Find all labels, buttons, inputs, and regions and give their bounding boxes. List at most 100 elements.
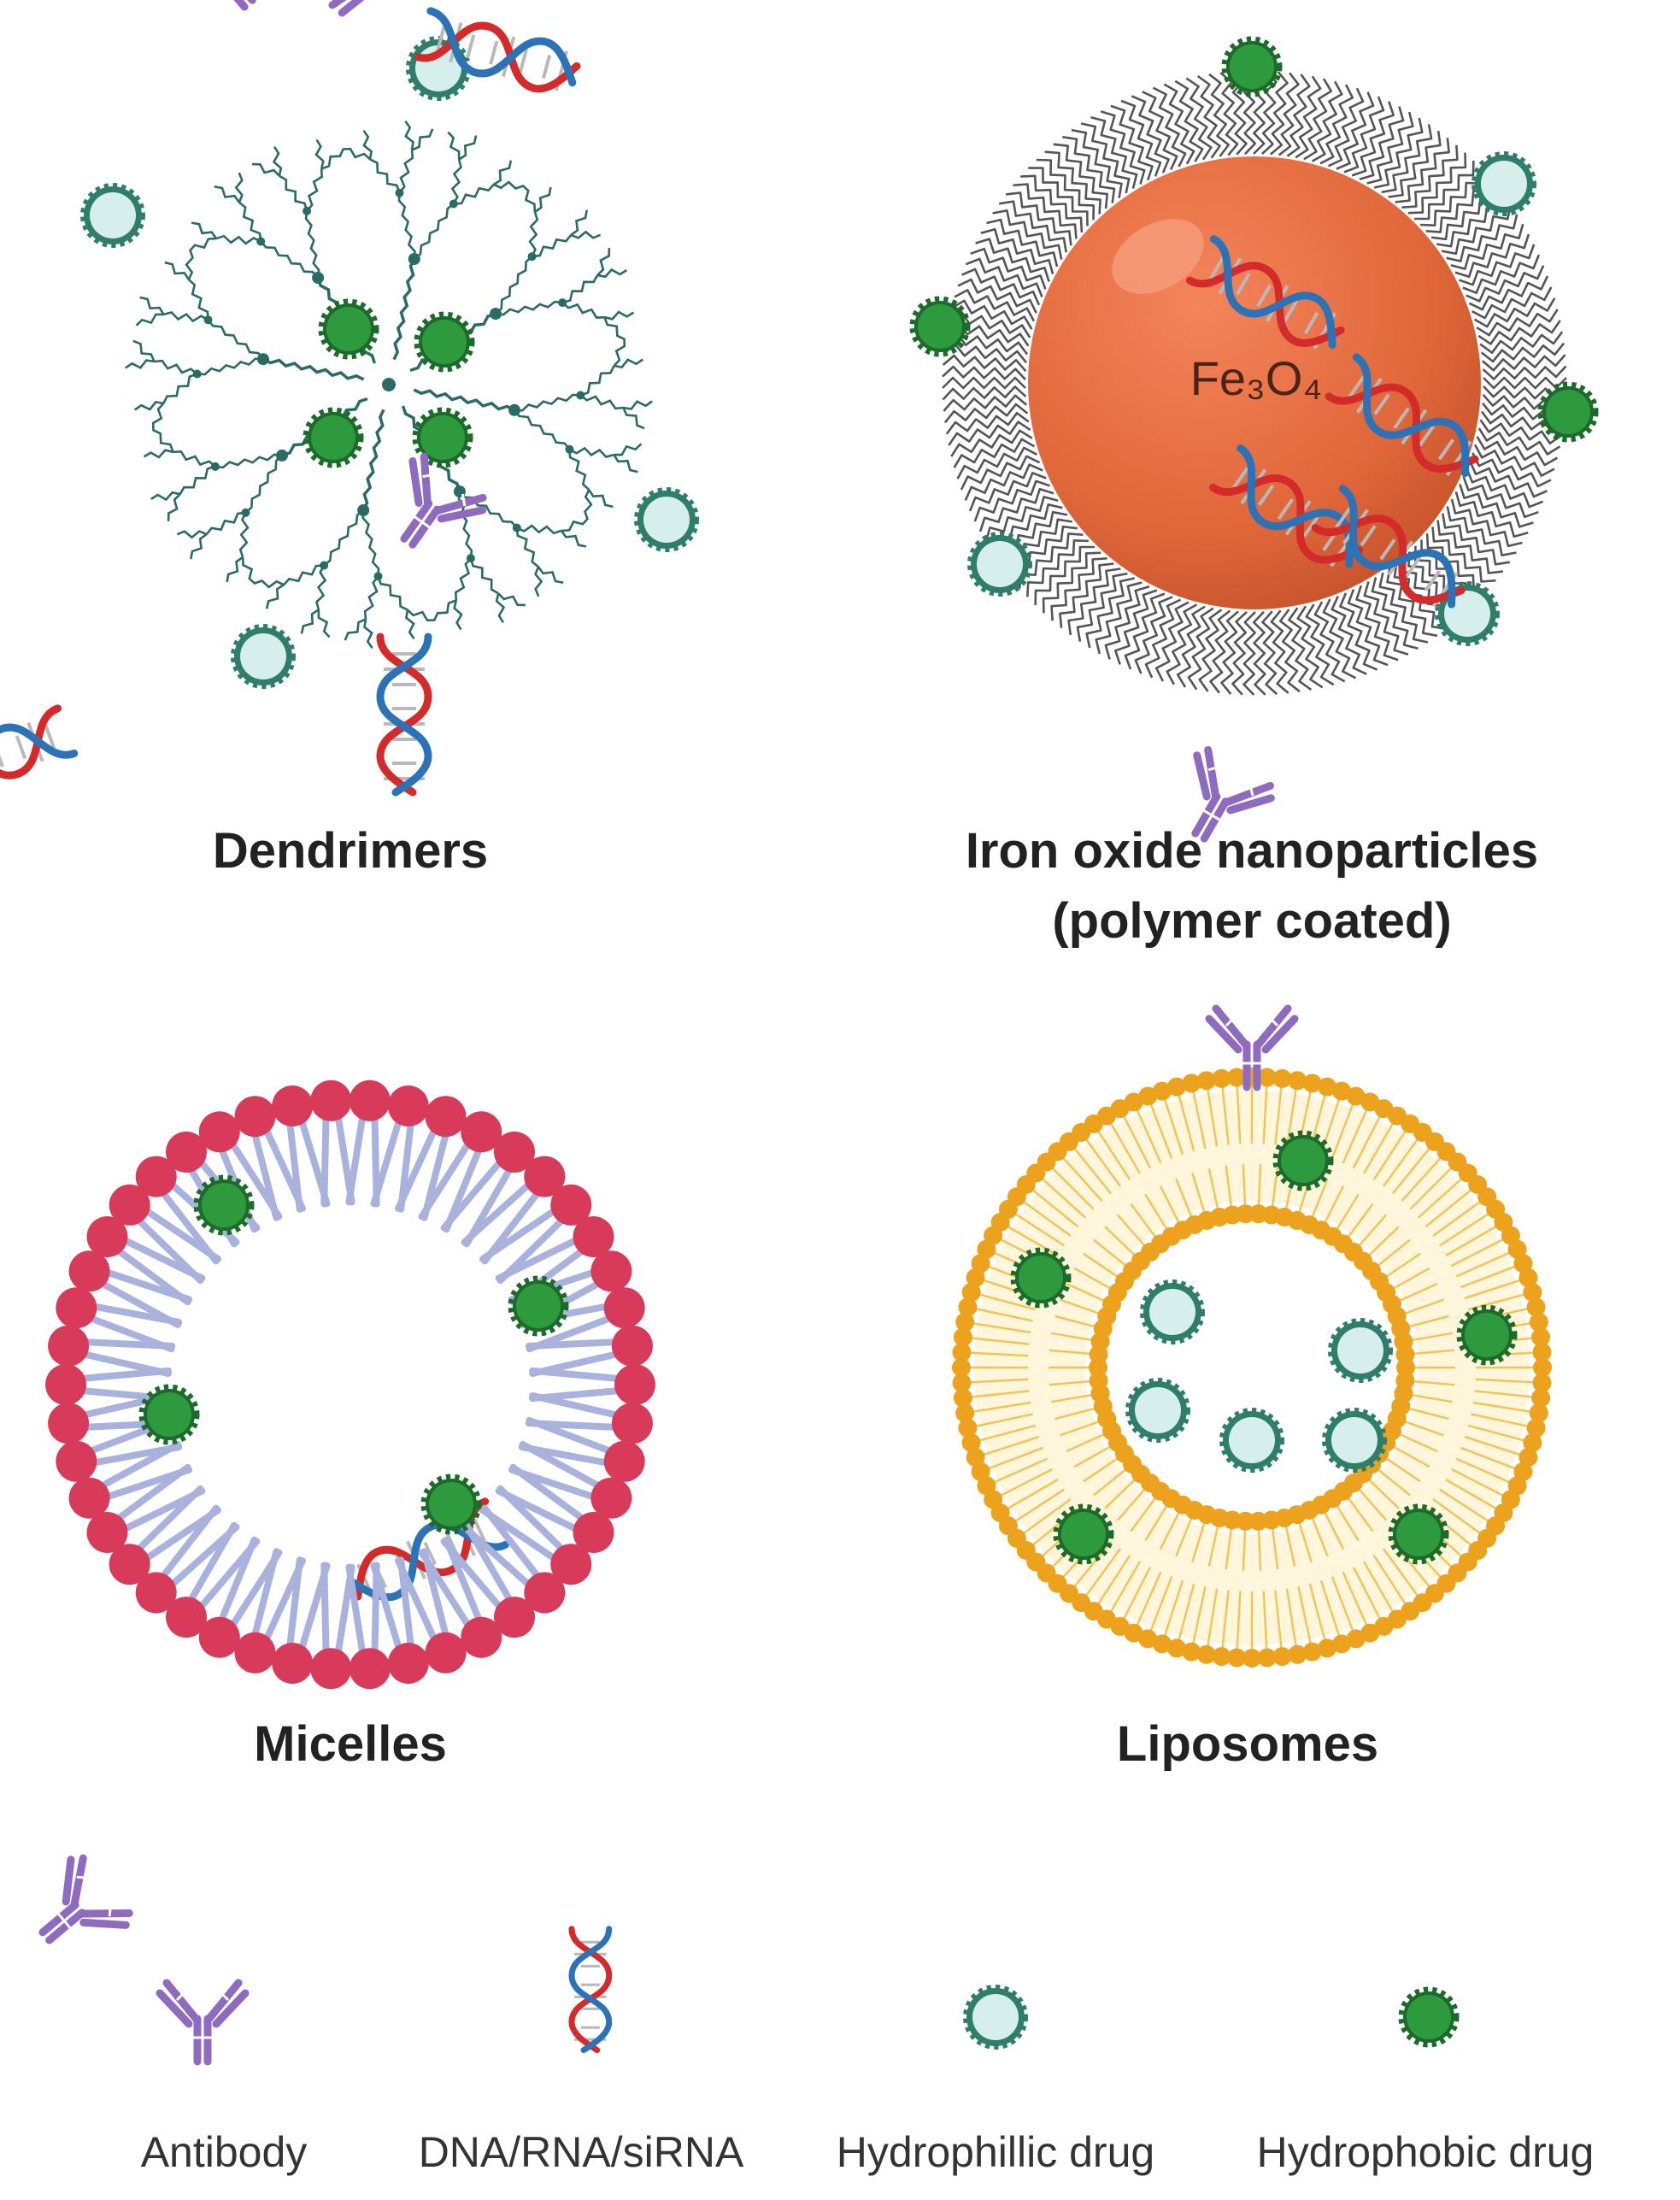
polymer-chain	[950, 429, 1033, 457]
bilayer-tail	[1119, 1566, 1152, 1627]
dendrimer-branch	[458, 491, 518, 529]
polymer-chain	[1131, 95, 1170, 174]
hydrophobic-drug-icon	[307, 411, 360, 464]
bilayer-head	[952, 1373, 972, 1392]
bilayer-tail	[1445, 1478, 1505, 1515]
hydrophilic-drug-icon	[1325, 1411, 1383, 1469]
bilayer-head	[1318, 1638, 1336, 1658]
polymer-chain	[1296, 605, 1324, 689]
polymer-chain	[1286, 74, 1311, 157]
polymer-chain	[1459, 244, 1536, 286]
polymer-chain	[984, 496, 1059, 543]
polymer-chain	[954, 289, 1036, 322]
bilayer-tail	[1092, 1555, 1131, 1612]
bilayer-head	[1532, 1373, 1552, 1392]
bilayer-tail	[962, 1336, 1030, 1345]
polymer-chain	[1401, 144, 1459, 209]
polymer-chain	[1378, 572, 1429, 644]
polymer-chain	[1355, 585, 1399, 662]
bilayer-head	[1272, 1068, 1292, 1088]
hydrophobic-drug-icon	[418, 315, 471, 368]
dendrimer-node	[558, 298, 567, 308]
dendrimer-branch	[534, 566, 543, 597]
dendrimer-branch	[185, 250, 194, 280]
dendrimer-branch	[604, 310, 635, 321]
legend-hydrophilic-drug-icon	[966, 1988, 1025, 2046]
dendrimer-branch	[207, 319, 265, 361]
dendrimer-node	[241, 508, 250, 517]
bilayer-head	[966, 1268, 985, 1287]
dendrimer-branch	[361, 509, 380, 577]
bilayer-tail	[1417, 1172, 1469, 1219]
dendrimer-branch	[188, 237, 217, 252]
iron-oxide-caption-line1: Iron oxide nanoparticles	[966, 823, 1538, 879]
dendrimer-branch	[191, 221, 218, 239]
polymer-chain	[1305, 603, 1335, 686]
dendrimer-node	[303, 206, 312, 215]
dendrimer-branch	[252, 162, 280, 177]
polymer-chain	[1110, 104, 1154, 181]
polymer-chain	[1095, 581, 1143, 655]
bilayer-tail	[1342, 1571, 1372, 1634]
dendrimer-branch	[398, 150, 414, 194]
dendrimer-branch	[279, 174, 308, 212]
lipid-head	[68, 1250, 110, 1292]
polymer-chain	[1090, 115, 1138, 189]
bilayer-tail	[1432, 1196, 1488, 1238]
lipid-head	[86, 1216, 128, 1257]
bilayer-tail	[1464, 1276, 1529, 1300]
polymer-chain	[957, 278, 1037, 314]
polymer-chain	[1386, 568, 1438, 638]
bilayer-head	[955, 1403, 975, 1423]
dendrimer-branch	[151, 403, 165, 432]
dendrimer-branch	[342, 147, 371, 161]
dendrimer-branch	[560, 530, 587, 548]
lipid-head	[234, 1096, 276, 1138]
polymer-chain	[943, 343, 1028, 364]
polymer-chain	[968, 472, 1047, 512]
dendrimer-branch	[197, 357, 264, 376]
polymer-chain	[1482, 365, 1567, 380]
lipid-head	[614, 1364, 655, 1405]
polymer-chain	[1053, 143, 1108, 209]
hydrophilic-drug-icon	[1223, 1411, 1281, 1469]
lipid-head	[524, 1572, 566, 1614]
hydrophilic-drug-icon	[1129, 1381, 1187, 1439]
bilayer-tail	[1409, 1161, 1459, 1210]
polymer-chain	[942, 365, 1026, 380]
hydrophilic-drug-icon	[84, 186, 142, 244]
bilayer-tail	[1092, 1123, 1131, 1180]
hydrophobic-drug-icon	[1277, 1134, 1330, 1187]
polymer-chain	[1062, 136, 1116, 203]
bilayer-head	[1257, 1068, 1277, 1087]
lipid-head	[166, 1597, 207, 1638]
bilayer-head	[1227, 1648, 1247, 1668]
hydrophobic-drug-icon	[913, 300, 966, 353]
polymer-chain	[960, 455, 1041, 491]
lipid-head	[387, 1643, 429, 1684]
polymer-chain	[1050, 557, 1107, 621]
dendrimer-node	[512, 523, 521, 532]
bilayer-tail	[961, 1350, 1029, 1357]
dendrimer-branch	[125, 359, 155, 369]
polymer-chain	[1322, 598, 1357, 679]
polymer-chain	[1036, 158, 1096, 221]
polymer-chain	[975, 238, 1050, 282]
hydrophobic-drug-icon	[1014, 1251, 1067, 1304]
antibody-icon	[19, 1853, 134, 1969]
bilayer-tail	[1205, 1588, 1219, 1655]
polymer-chain	[1013, 183, 1078, 239]
polymer-chain	[1327, 87, 1365, 168]
dendrimer-branch	[514, 393, 581, 412]
legend-hydrophobic-label: Hydrophobic drug	[1257, 2128, 1595, 2176]
dendrimer-node	[395, 188, 404, 197]
dendrimer-branch	[404, 121, 414, 150]
dendrimer-branch	[176, 530, 208, 539]
dendrimers-caption: Dendrimers	[213, 823, 488, 879]
bilayer-head	[955, 1312, 975, 1332]
polymer-chain	[1371, 577, 1419, 650]
dendrimer-branch	[315, 564, 327, 610]
polymer-chain	[1483, 376, 1567, 390]
hydrophobic-drug-icon	[197, 1179, 250, 1232]
bilayer-tail	[1362, 1115, 1399, 1174]
